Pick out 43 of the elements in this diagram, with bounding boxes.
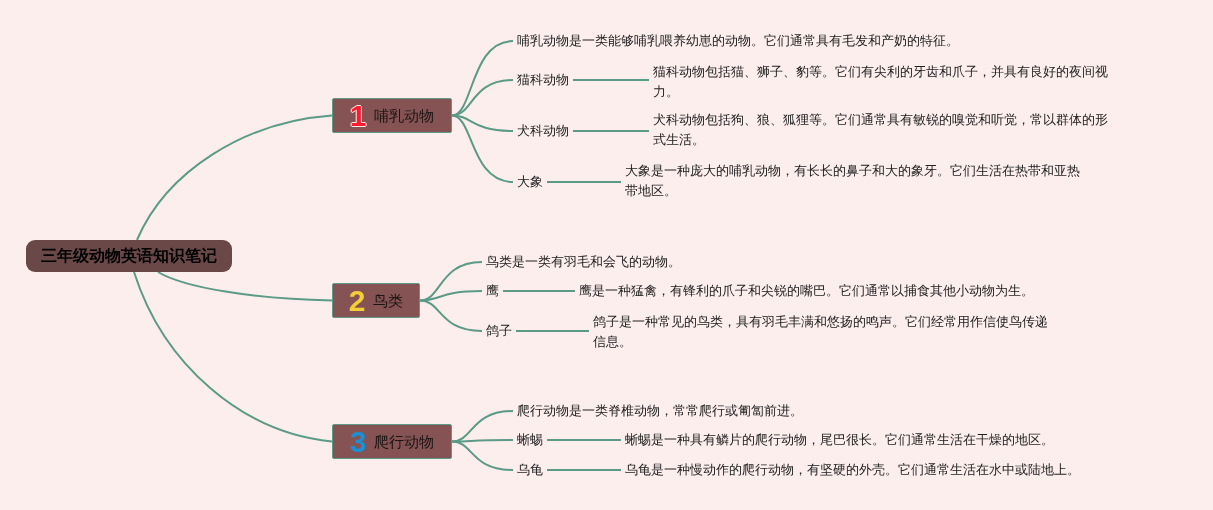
number-label: 3 [349, 427, 367, 456]
topic-box [332, 98, 452, 133]
connector-line [546, 181, 622, 183]
branch-curve [157, 271, 333, 302]
connector-line [515, 330, 590, 332]
subtopic-label: 乌龟 [517, 460, 543, 480]
topic-label: 哺乳动物 [374, 105, 435, 126]
subtopic-label: 鹰 [486, 281, 499, 301]
connector-line [572, 79, 650, 81]
description-text: 犬科动物包括狗、狼、狐狸等。它们通常具有敏锐的嗅觉和听觉，常以群体的形式生活。 [653, 110, 1115, 150]
topic-box [332, 424, 452, 459]
description-text: 猫科动物包括猫、狮子、豹等。它们有尖利的牙齿和爪子，并具有良好的夜间视力。 [653, 62, 1115, 102]
connector-line [546, 469, 622, 471]
topic-label: 鸟类 [373, 290, 404, 311]
subtopic-label: 犬科动物 [517, 121, 569, 141]
branch-curve [419, 299, 483, 332]
description-text: 鸟类是一类有羽毛和会飞的动物。 [486, 252, 681, 272]
description-text: 大象是一种庞大的哺乳动物，有长长的鼻子和大的象牙。它们生活在热带和亚热带地区。 [625, 161, 1087, 201]
number-label: 2 [348, 286, 366, 315]
branch-curve [451, 439, 514, 443]
branch-curve [419, 290, 483, 302]
description-text: 蜥蜴是一种具有鳞片的爬行动物，尾巴很长。它们通常生活在干燥的地区。 [625, 430, 1054, 450]
description-text: 乌龟是一种慢动作的爬行动物，有坚硬的外壳。它们通常生活在水中或陆地上。 [625, 460, 1080, 480]
subtopic-label: 鸽子 [486, 321, 512, 341]
subtopic-label: 猫科动物 [517, 70, 569, 90]
branch-curve [451, 79, 514, 117]
connector-line [546, 439, 622, 441]
description-text: 爬行动物是一类脊椎动物，常常爬行或匍匐前进。 [517, 401, 803, 421]
branch-curve [133, 271, 333, 443]
branch-curve [451, 114, 514, 183]
description-text: 鸽子是一种常见的鸟类，具有羽毛丰满和悠扬的鸣声。它们经常用作信使鸟传递信息。 [593, 312, 1055, 352]
branch-curve [451, 440, 514, 471]
connector-line [502, 290, 576, 292]
branch-curve [136, 114, 333, 241]
central-topic: 三年级动物英语知识笔记 [26, 240, 232, 272]
subtopic-label: 大象 [517, 172, 543, 192]
connector-line [572, 130, 650, 132]
description-text: 哺乳动物是一类能够哺乳喂养幼崽的动物。它们通常具有毛发和产奶的特征。 [517, 31, 959, 51]
subtopic-label: 蜥蜴 [517, 430, 543, 450]
description-text: 鹰是一种猛禽，有锋利的爪子和尖锐的嘴巴。它们通常以捕食其他小动物为生。 [579, 281, 1034, 301]
topic-label: 爬行动物 [374, 431, 435, 452]
number-label: 1 [349, 101, 367, 130]
topic-box [332, 283, 420, 318]
